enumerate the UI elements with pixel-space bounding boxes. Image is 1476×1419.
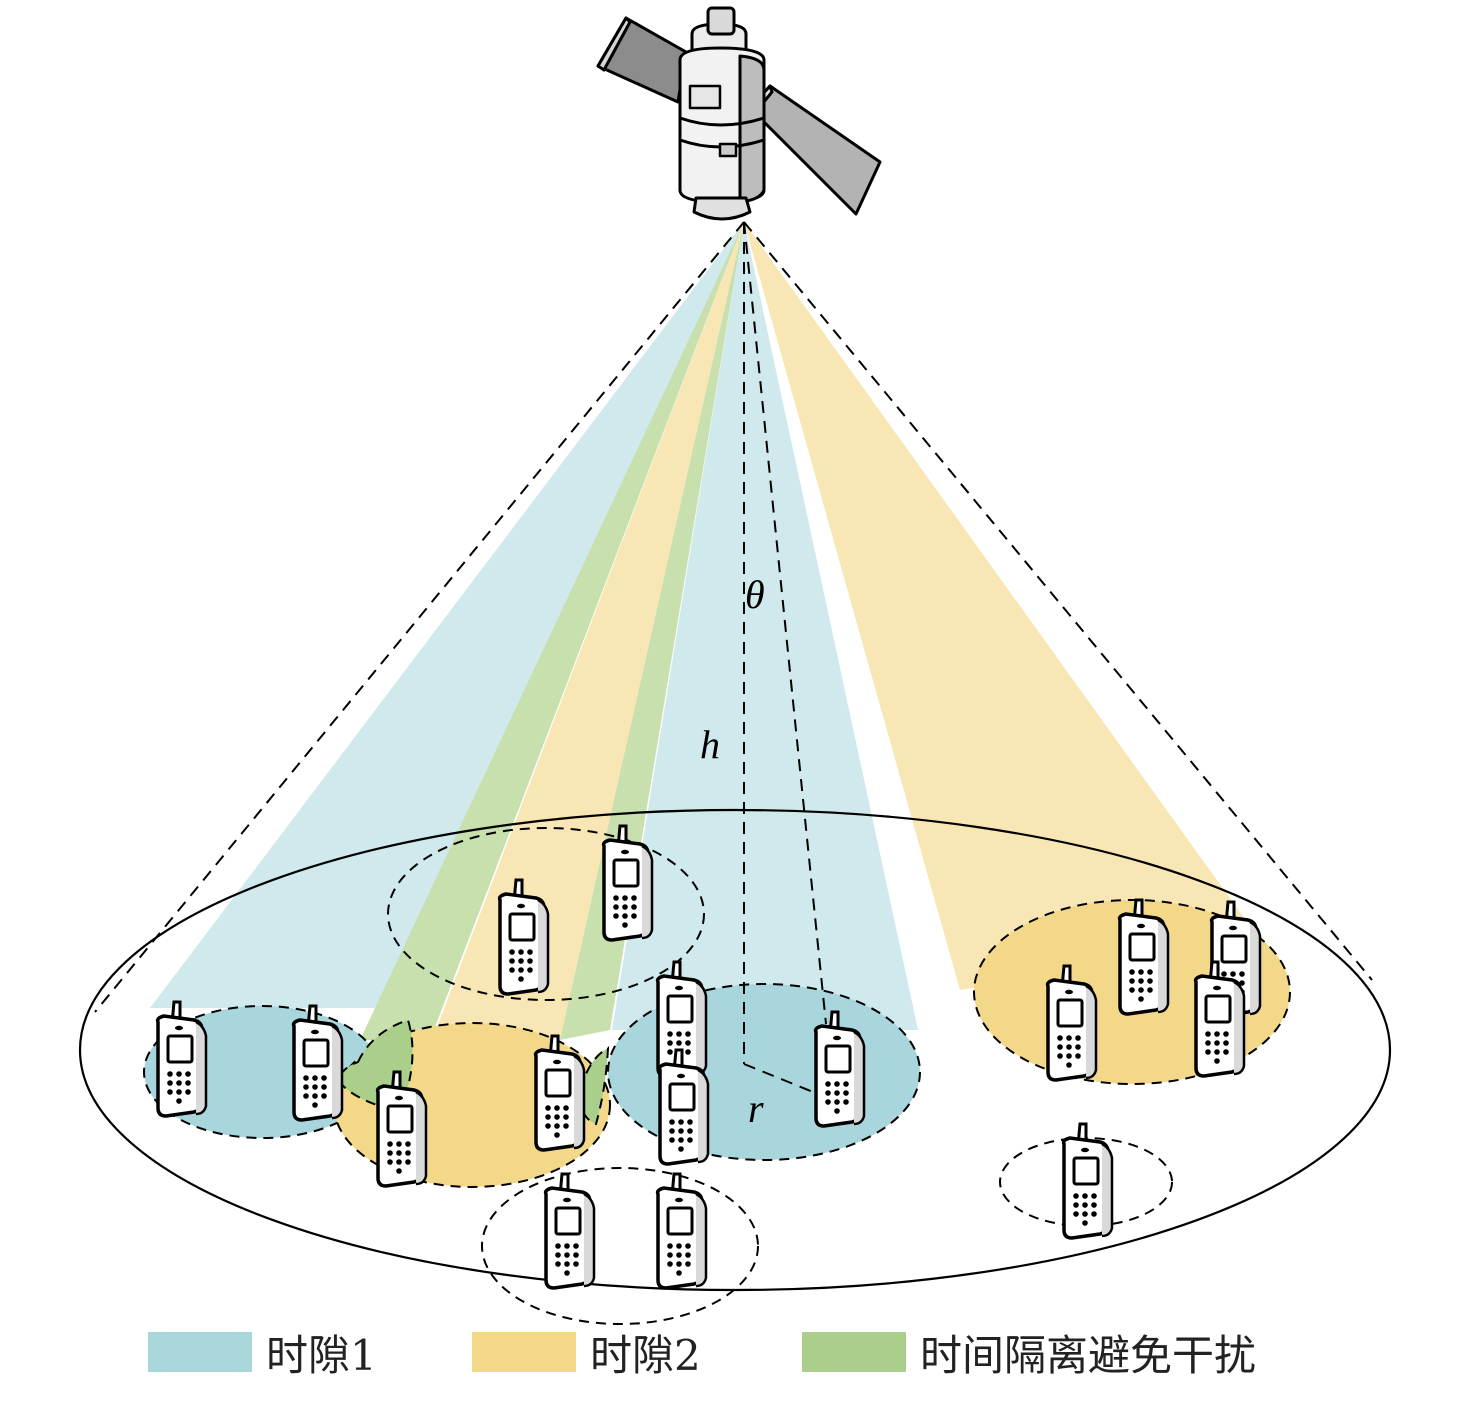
legend-item-slot2: 时隙2 bbox=[472, 1322, 701, 1382]
beam-angle-line bbox=[743, 221, 827, 1025]
cell-empty-top bbox=[387, 827, 705, 1001]
cell-isolation-overlap-right bbox=[576, 1046, 610, 1126]
legend-item-isolation: 时间隔离避免干扰 bbox=[802, 1322, 1256, 1382]
beam-isolation-right bbox=[560, 222, 744, 1040]
beam-slot1-center bbox=[612, 222, 918, 1030]
radius-label: r bbox=[748, 1086, 764, 1131]
theta-label: θ bbox=[745, 572, 765, 617]
radius-line bbox=[743, 1063, 829, 1099]
beam-slot2-right bbox=[744, 222, 1260, 990]
legend-label-isolation: 时间隔离避免干扰 bbox=[920, 1330, 1257, 1380]
height-label: h bbox=[700, 722, 720, 767]
beam-isolation-left bbox=[360, 222, 744, 1040]
legend-label-slot2: 时隙2 bbox=[590, 1330, 701, 1380]
cell-empty-bottom bbox=[481, 1167, 759, 1325]
legend-swatch-slot1 bbox=[148, 1332, 252, 1372]
satellite-icon bbox=[596, 6, 882, 221]
cone-edge-right bbox=[743, 221, 1373, 981]
mobile-phone-icon bbox=[543, 1172, 596, 1290]
mobile-phone-icon bbox=[1061, 1122, 1114, 1240]
mobile-phone-icon bbox=[655, 1172, 708, 1290]
legend-swatch-isolation bbox=[802, 1332, 906, 1372]
cone-edge-left bbox=[94, 221, 745, 1013]
legend: 时隙1 时隙2 时间隔离避免干扰 bbox=[0, 1322, 1476, 1382]
legend-swatch-slot2 bbox=[472, 1332, 576, 1372]
beam-slot2-mid bbox=[432, 222, 744, 1040]
beam-slot1-left bbox=[150, 222, 744, 1008]
legend-item-slot1: 时隙1 bbox=[148, 1322, 377, 1382]
legend-label-slot1: 时隙1 bbox=[266, 1330, 377, 1380]
